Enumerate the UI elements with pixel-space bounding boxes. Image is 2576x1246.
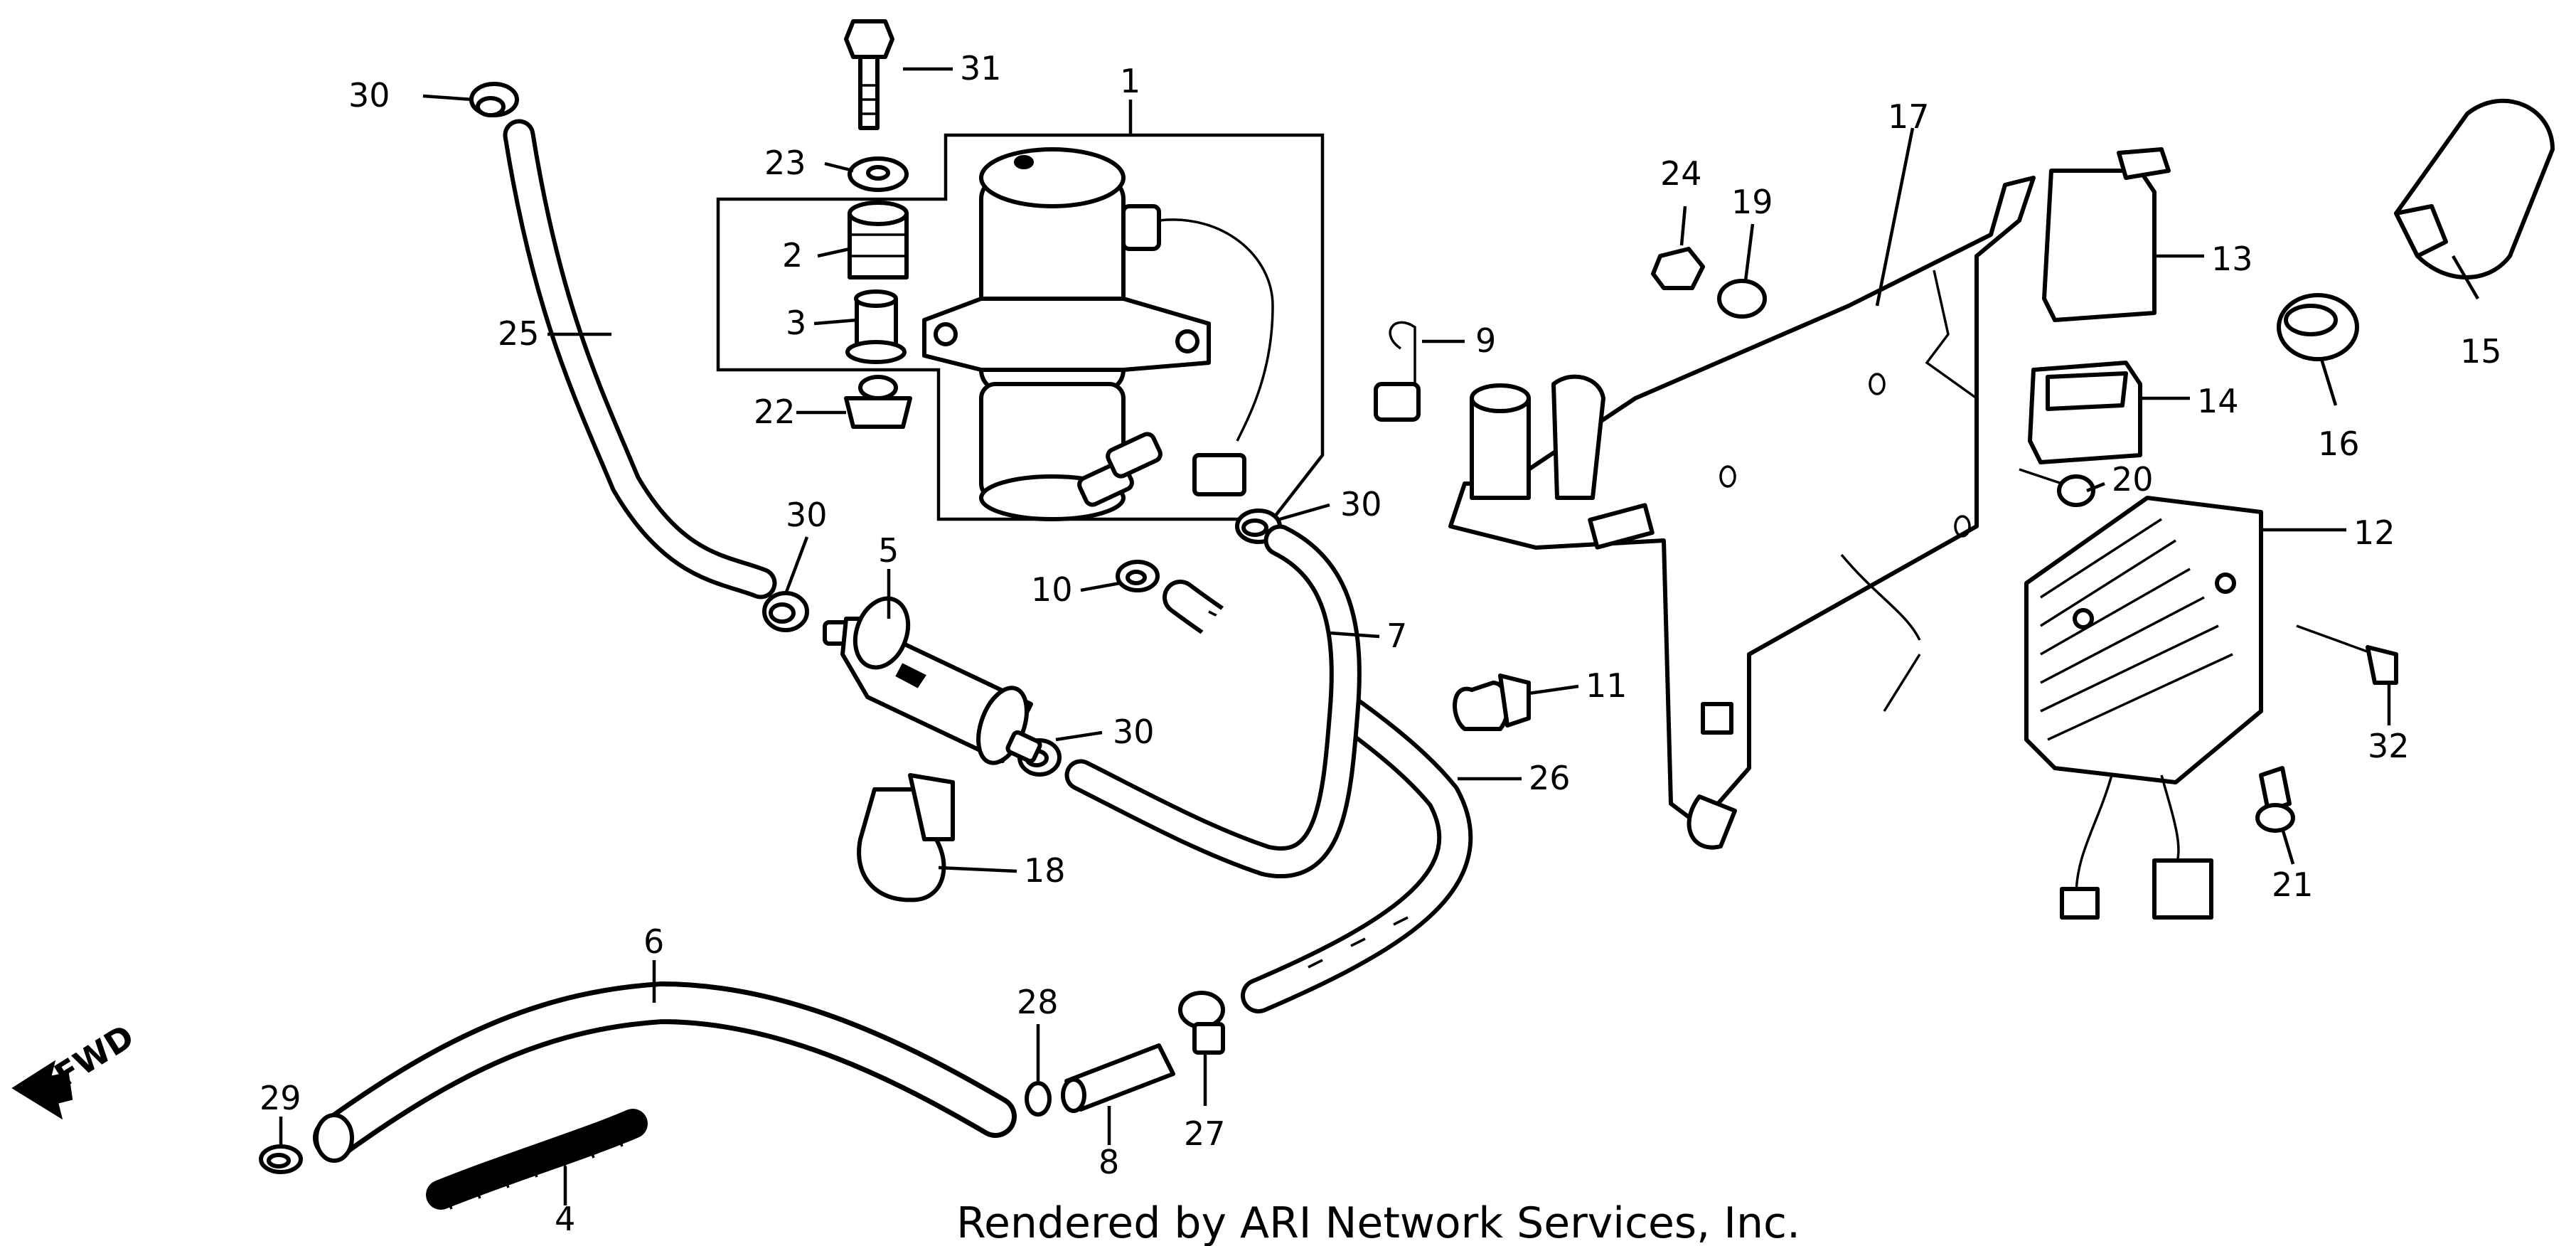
callout-1: 1 [1120, 62, 1140, 100]
callout-18: 18 [1024, 851, 1066, 890]
callout-9: 9 [1475, 321, 1496, 360]
callout-27: 27 [1184, 1114, 1226, 1153]
washer [848, 156, 909, 192]
callout-6: 6 [643, 922, 664, 961]
callout-10: 10 [1031, 570, 1073, 609]
collar [845, 289, 907, 364]
callout-3: 3 [786, 304, 806, 342]
hose-joint [1061, 1043, 1175, 1113]
rubber-mount [844, 375, 912, 429]
callout-32: 32 [2368, 727, 2410, 765]
callout-22: 22 [754, 393, 796, 431]
callout-26: 26 [1529, 759, 1571, 797]
grommet [848, 201, 909, 279]
spring-protector [426, 1109, 648, 1210]
fuel-pump-group-bracket [716, 100, 1325, 521]
fuel-hose-short [1064, 524, 1362, 878]
callout-25: 25 [498, 314, 540, 353]
leader-lines [279, 67, 2479, 1205]
hose-clip-joint [1178, 991, 1225, 1055]
mounting-plate [1448, 176, 2036, 850]
fwd-label: FWD [48, 1017, 141, 1095]
fuel-filter [823, 596, 1042, 765]
callout-16: 16 [2318, 425, 2360, 463]
callout-30-top: 30 [348, 76, 390, 115]
callout-8: 8 [1099, 1143, 1119, 1181]
flange-nut [1717, 279, 1767, 319]
regulator-rectifier [2024, 496, 2263, 920]
bolt [844, 19, 894, 130]
callout-5: 5 [878, 531, 899, 570]
forward-direction-marker: FWD [11, 1017, 141, 1120]
nut [1651, 247, 1705, 290]
callout-4: 4 [555, 1200, 575, 1238]
callout-20: 20 [2112, 460, 2154, 499]
rubber-band [2277, 293, 2359, 361]
hose-clip-bottom [259, 1144, 303, 1174]
bolt-short [2255, 766, 2295, 833]
fuel-hose-bottom [313, 981, 1017, 1163]
callout-17: 17 [1888, 97, 1930, 136]
callout-13: 13 [2211, 240, 2253, 278]
fuel-hose-long [503, 119, 777, 600]
callout-31: 31 [960, 49, 1002, 87]
callout-29: 29 [260, 1079, 301, 1117]
bolt-small [2019, 468, 2095, 507]
callout-14: 14 [2197, 382, 2239, 420]
callout-12: 12 [2353, 513, 2395, 552]
callout-28: 28 [1017, 983, 1059, 1021]
o-ring [1025, 1081, 1052, 1117]
callout-30-pump: 30 [1340, 485, 1382, 523]
callout-7: 7 [1386, 617, 1407, 655]
wire-clip [1374, 321, 1421, 422]
bolt-long [2296, 624, 2398, 685]
relay [2042, 147, 2171, 322]
callout-2: 2 [782, 236, 803, 275]
callout-19: 19 [1731, 183, 1773, 221]
callout-21: 21 [2272, 866, 2314, 904]
fuel-pump [922, 147, 1274, 521]
hose-clip-small [1116, 560, 1160, 592]
callout-labels: 1 2 3 4 5 6 7 8 9 10 11 12 13 14 15 16 1… [260, 49, 2502, 1238]
callout-23: 23 [764, 144, 806, 182]
hose-clip-left [762, 591, 809, 632]
hose-clamp [857, 773, 955, 902]
relay-rubber [2028, 361, 2142, 464]
relay-cover [2394, 98, 2555, 279]
callout-30-filter: 30 [1113, 713, 1155, 751]
cable-clip [1453, 673, 1531, 731]
credit-text: Rendered by ARI Network Services, Inc. [956, 1198, 1800, 1246]
hose-clip-top [469, 82, 519, 117]
callout-11: 11 [1586, 666, 1628, 705]
callout-24: 24 [1660, 154, 1702, 193]
callout-15: 15 [2460, 332, 2502, 371]
callout-30-left: 30 [786, 496, 828, 534]
